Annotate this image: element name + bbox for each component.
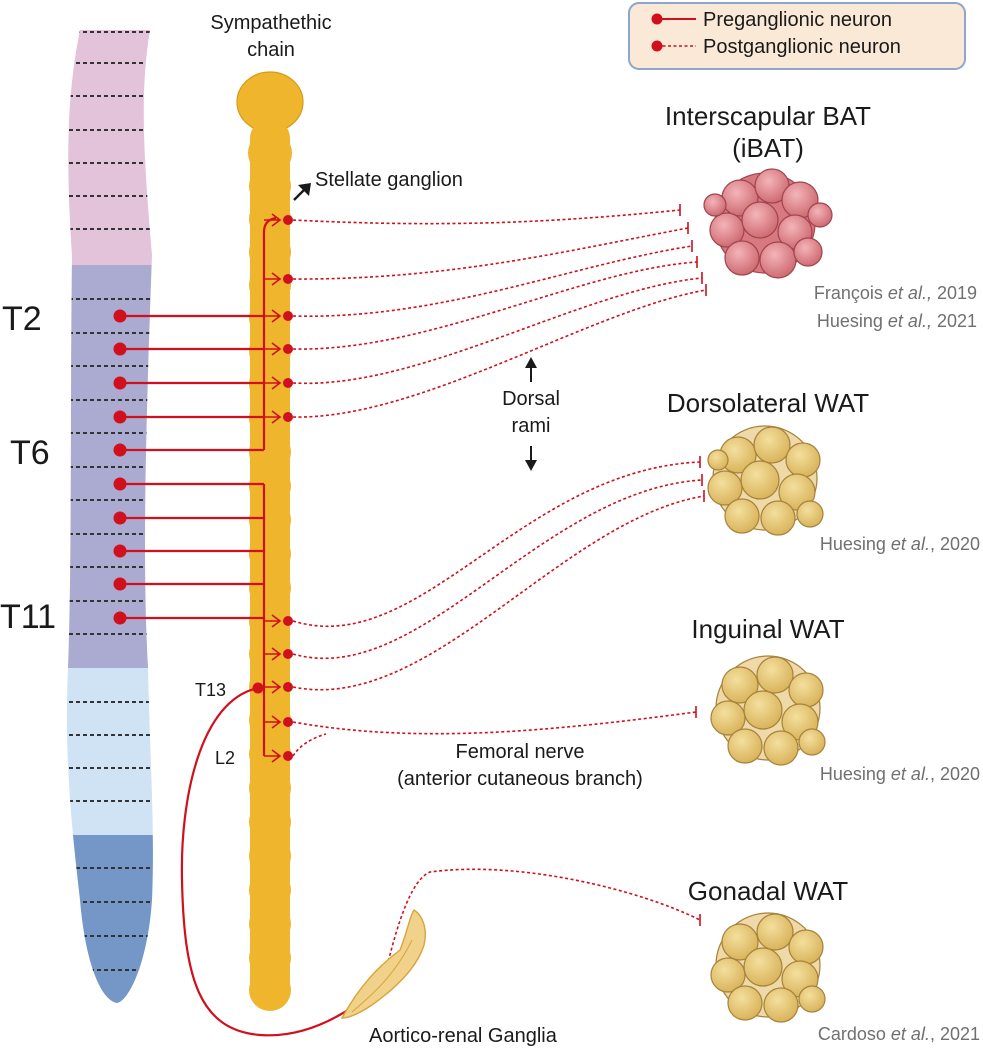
gwat-citation: Cardoso et al., 2021: [818, 1024, 980, 1044]
chain-title-line1: Sympathethic: [210, 12, 331, 34]
label-t13: T13: [195, 680, 226, 700]
label-t2: T2: [2, 300, 42, 338]
iwat-citation: Huesing et al., 2020: [820, 764, 980, 784]
gwat-title: Gonadal WAT: [688, 876, 849, 906]
label-t11: T11: [0, 598, 56, 636]
dwat-citation: Huesing et al., 2020: [820, 534, 980, 554]
lumbar-region: [66, 668, 153, 835]
femoral-line2: (anterior cutaneous branch): [397, 768, 643, 790]
thoracic-region: [66, 265, 153, 668]
down-arrow-icon: [525, 446, 537, 471]
label-l2: L2: [215, 748, 235, 768]
sacral-region: [66, 835, 153, 1003]
gonadal-wat-tissue: [710, 912, 826, 1023]
aortico-renal-ganglia-shape: [340, 909, 426, 1019]
dorsal-rami-line2: rami: [512, 415, 551, 437]
stellate-ganglion-label: Stellate ganglion: [315, 169, 463, 191]
ibat-title-line1: Interscapular BAT: [665, 101, 871, 131]
sympathetic-chain: [236, 71, 304, 1011]
up-arrow-icon: [525, 357, 537, 382]
cervical-region: [66, 30, 153, 265]
preganglionic-fibers: [113, 213, 379, 1037]
inguinal-wat-tissue: [710, 655, 826, 766]
stellate-arrow-icon: [293, 183, 311, 201]
chain-title-line2: chain: [247, 39, 295, 61]
ibat-citation-1: François et al., 2019: [814, 283, 977, 303]
ibat-title-line2: (iBAT): [732, 133, 804, 163]
dorsal-rami-line1: Dorsal: [502, 388, 560, 410]
femoral-line1: Femoral nerve: [456, 741, 585, 763]
postganglionic-fibers: [283, 204, 707, 993]
dorsolateral-wat-tissue: [707, 425, 824, 536]
legend: Preganglionic neuron Postganglionic neur…: [628, 2, 966, 70]
aortico-renal-label: Aortico-renal Ganglia: [369, 1025, 558, 1047]
legend-post-label: Postganglionic neuron: [703, 36, 901, 58]
label-t6: T6: [10, 434, 50, 472]
spinal-cord: [66, 30, 153, 1003]
ibat-tissue: [703, 168, 833, 279]
iwat-title: Inguinal WAT: [691, 614, 844, 644]
dwat-title: Dorsolateral WAT: [667, 388, 869, 418]
legend-pre-label: Preganglionic neuron: [703, 9, 892, 31]
ibat-citation-2: Huesing et al., 2021: [817, 311, 977, 331]
